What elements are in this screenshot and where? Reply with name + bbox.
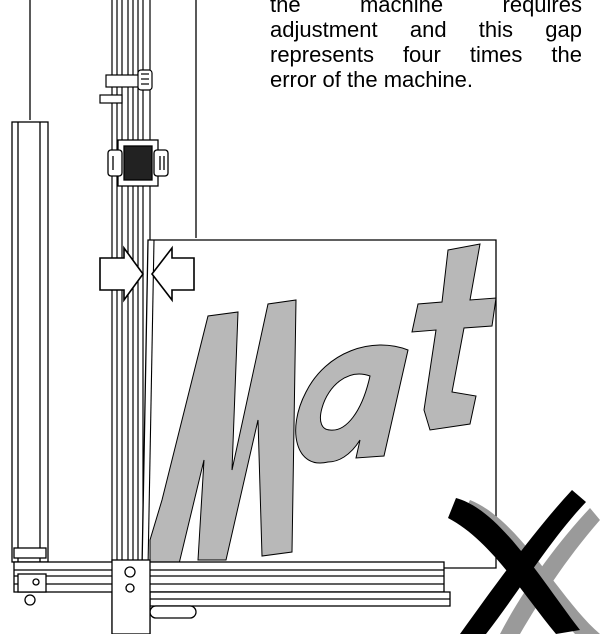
rail-stop-knob	[99, 69, 153, 104]
mat-lettering	[149, 243, 497, 569]
gap-arrow-right-icon	[150, 245, 195, 303]
bottom-base-rail	[13, 559, 451, 634]
cutting-head	[107, 139, 169, 187]
incorrect-cross-icon	[448, 490, 600, 634]
instruction-line: represents four times the	[270, 42, 582, 67]
instruction-line: error of the machine.	[270, 67, 473, 92]
vertical-cutting-rail	[111, 0, 151, 634]
instruction-line: the machine requires	[270, 0, 582, 17]
gap-arrow-left-icon	[99, 245, 144, 303]
left-side-rail	[11, 121, 49, 563]
machine-frame	[29, 0, 197, 238]
instruction-paragraph: the machine requires adjustment and this…	[270, 0, 582, 92]
instruction-line: adjustment and this gap	[270, 17, 582, 42]
